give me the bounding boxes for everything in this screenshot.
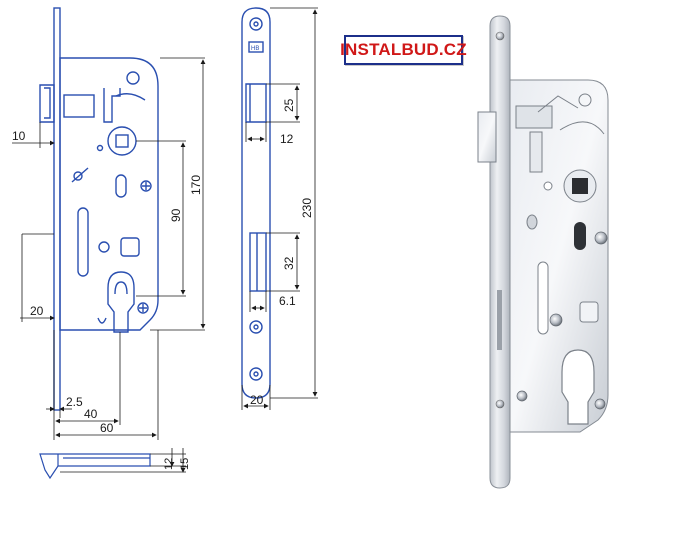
deadbolt-opening: [249, 232, 267, 292]
dim-label-20-left: 20: [30, 304, 44, 318]
dim-label-6-1: 6.1: [279, 294, 296, 308]
product-latch: [477, 111, 497, 163]
euro-cylinder-cutout: [107, 271, 135, 333]
product-screw-4: [594, 398, 606, 410]
product-deadbolt-slot: [497, 290, 502, 350]
product-hole-1: [543, 181, 553, 191]
dim-label-170: 170: [189, 175, 203, 195]
spring-arm: [115, 93, 146, 101]
notch-mark: [97, 317, 107, 324]
instalbud-logo: INSTALBUD.CZ: [340, 35, 467, 65]
round-hole: [98, 241, 110, 253]
product-screw-top: [495, 31, 505, 41]
faceplate-mark: HB: [251, 46, 259, 52]
product-screw-1: [594, 231, 608, 245]
dim-label-25: 25: [282, 98, 296, 112]
dim-label-40: 40: [84, 407, 98, 421]
square-hole: [120, 237, 140, 257]
dimension-labels-left: 10 170 90 20 2.5 40 60: [12, 129, 203, 435]
dim-label-12: 12: [280, 132, 294, 146]
screw-mark-1: [140, 180, 152, 192]
lock-case-outline: [59, 57, 159, 331]
faceplate-view: [241, 7, 271, 399]
product-screw-2: [549, 313, 563, 327]
latch-bolt: [39, 84, 55, 123]
follower-slot: [103, 88, 121, 123]
small-hole: [96, 144, 104, 152]
product-oval-slot: [574, 222, 586, 250]
dimension-labels-top-view: 12 15: [163, 458, 191, 470]
dimension-lines-left: [12, 57, 206, 440]
follower-block: [63, 94, 95, 118]
latch-opening: [245, 83, 267, 123]
dim-label-v15: 15: [179, 458, 191, 470]
faceplate-screw-top: [249, 17, 263, 31]
screw-mark-2: [137, 302, 149, 314]
lock-top-view: [39, 453, 151, 480]
faceplate-screw-top-center: [253, 21, 259, 27]
product-spindle-square: [572, 178, 588, 194]
dim-label-2-5: 2.5: [66, 395, 83, 409]
dim-label-20-plate: 20: [250, 393, 264, 407]
screw-cross-2: [139, 304, 147, 312]
faceplate-screw-bottom: [249, 367, 263, 381]
long-slot: [77, 207, 89, 277]
dim-label-90: 90: [169, 208, 183, 222]
spindle-square: [115, 134, 129, 148]
crank-line: [71, 167, 89, 183]
product-euro-cutout: [561, 349, 595, 425]
spindle-hub: [107, 126, 137, 156]
faceplate-screw-mid: [249, 320, 263, 334]
lock-product-image: [477, 15, 609, 489]
product-long-slot: [537, 261, 549, 335]
faceplate-outline: [241, 7, 271, 399]
latch-bolt-inner: [44, 87, 51, 119]
faceplate-strip: [53, 7, 61, 411]
product-screw-3: [516, 390, 528, 402]
dim-label-10: 10: [12, 129, 26, 143]
dim-label-230: 230: [300, 198, 314, 218]
faceplate-mark-box: [248, 41, 264, 53]
oval-slot: [115, 174, 127, 198]
crank-pin: [73, 171, 83, 181]
dim-label-v12: 12: [163, 458, 175, 470]
cylinder-inner: [114, 281, 128, 295]
dim-label-60: 60: [100, 421, 114, 435]
lock-front-view: [39, 7, 159, 411]
product-square-hole: [579, 301, 599, 323]
product-faceplate: [489, 15, 511, 489]
logo-text: INSTALBUD.CZ: [340, 40, 467, 59]
dim-label-32: 32: [282, 256, 296, 270]
product-screw-bottom: [495, 399, 505, 409]
pivot-circle: [126, 71, 140, 85]
dimension-lines-middle: [241, 7, 318, 410]
product-crank: [526, 214, 538, 230]
screw-cross-1: [142, 182, 150, 190]
dimension-labels-middle: 25 12 230 32 6.1 20: [250, 98, 314, 407]
dimension-lines-top-view: [60, 448, 186, 473]
